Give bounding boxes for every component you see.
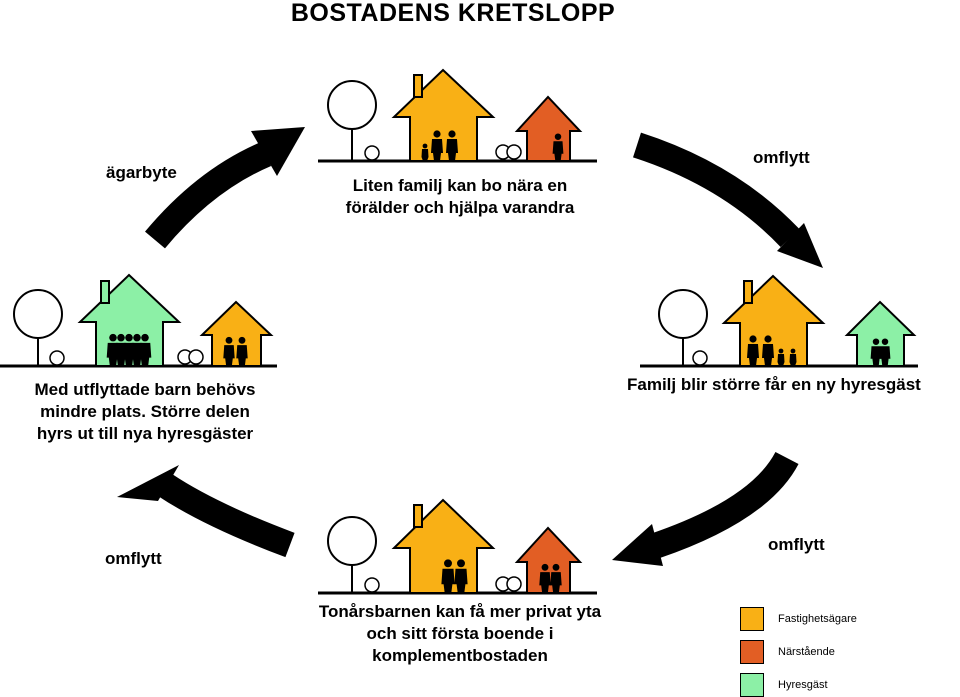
tenants-silhouette (106, 333, 152, 366)
legend-label: Fastighetsägare (778, 613, 857, 625)
house-owner (721, 274, 826, 367)
arrow-label-bottom-right: omflytt (768, 535, 825, 554)
arrow-head-bottom-left (117, 465, 179, 501)
arrow-bottom-right (650, 451, 799, 559)
caption-right: Familj blir större får en ny hyresgäst (627, 375, 921, 394)
legend-item-relative: Närstående (740, 640, 835, 664)
house-tenant (844, 300, 917, 367)
bush-icon (692, 350, 708, 366)
scene-right (640, 274, 918, 368)
bush-icon (364, 145, 380, 161)
bush-icon (49, 350, 65, 366)
arrow-top-right (633, 132, 800, 248)
cycle-arrows (145, 132, 800, 559)
legend-swatch (740, 640, 764, 664)
scene-left (0, 273, 277, 368)
tree-icon (327, 80, 377, 130)
house-owner (391, 68, 496, 162)
house-tenant (77, 273, 182, 367)
legend-item-owner: Fastighetsägare (740, 607, 857, 631)
scene-top (318, 68, 597, 163)
arrow-bottom-left (157, 474, 295, 558)
legend-label: Hyresgäst (778, 679, 828, 691)
tree-icon (327, 516, 377, 566)
house-owner-small (199, 300, 274, 367)
caption-bottom: Tonårsbarnen kan få mer privat yta och s… (318, 602, 602, 665)
caption-top: Liten familj kan bo nära en förälder och… (345, 176, 575, 217)
page-title: BOSTADENS KRETSLOPP (290, 0, 616, 27)
house-owner (391, 498, 496, 594)
arrow-head-top-right (777, 223, 823, 268)
arrow-label-top-left: ägarbyte (106, 163, 177, 182)
legend-item-tenant: Hyresgäst (740, 673, 828, 697)
arrow-label-top-right: omflytt (753, 148, 810, 167)
tree-icon (13, 289, 63, 339)
arrow-top-left (145, 142, 272, 249)
house-relative (514, 95, 583, 162)
arrow-label-bottom-left: omflytt (105, 549, 162, 568)
arrow-head-bottom-right (612, 524, 663, 566)
legend-swatch (740, 673, 764, 697)
tree-icon (658, 289, 708, 339)
legend-label: Närstående (778, 646, 835, 658)
caption-left: Med utflyttade barn behövs mindre plats.… (34, 380, 256, 443)
scene-bottom (318, 498, 597, 595)
bush-icon (364, 577, 380, 593)
legend-swatch (740, 607, 764, 631)
house-relative (514, 526, 583, 594)
arrow-head-top-left (251, 127, 305, 176)
